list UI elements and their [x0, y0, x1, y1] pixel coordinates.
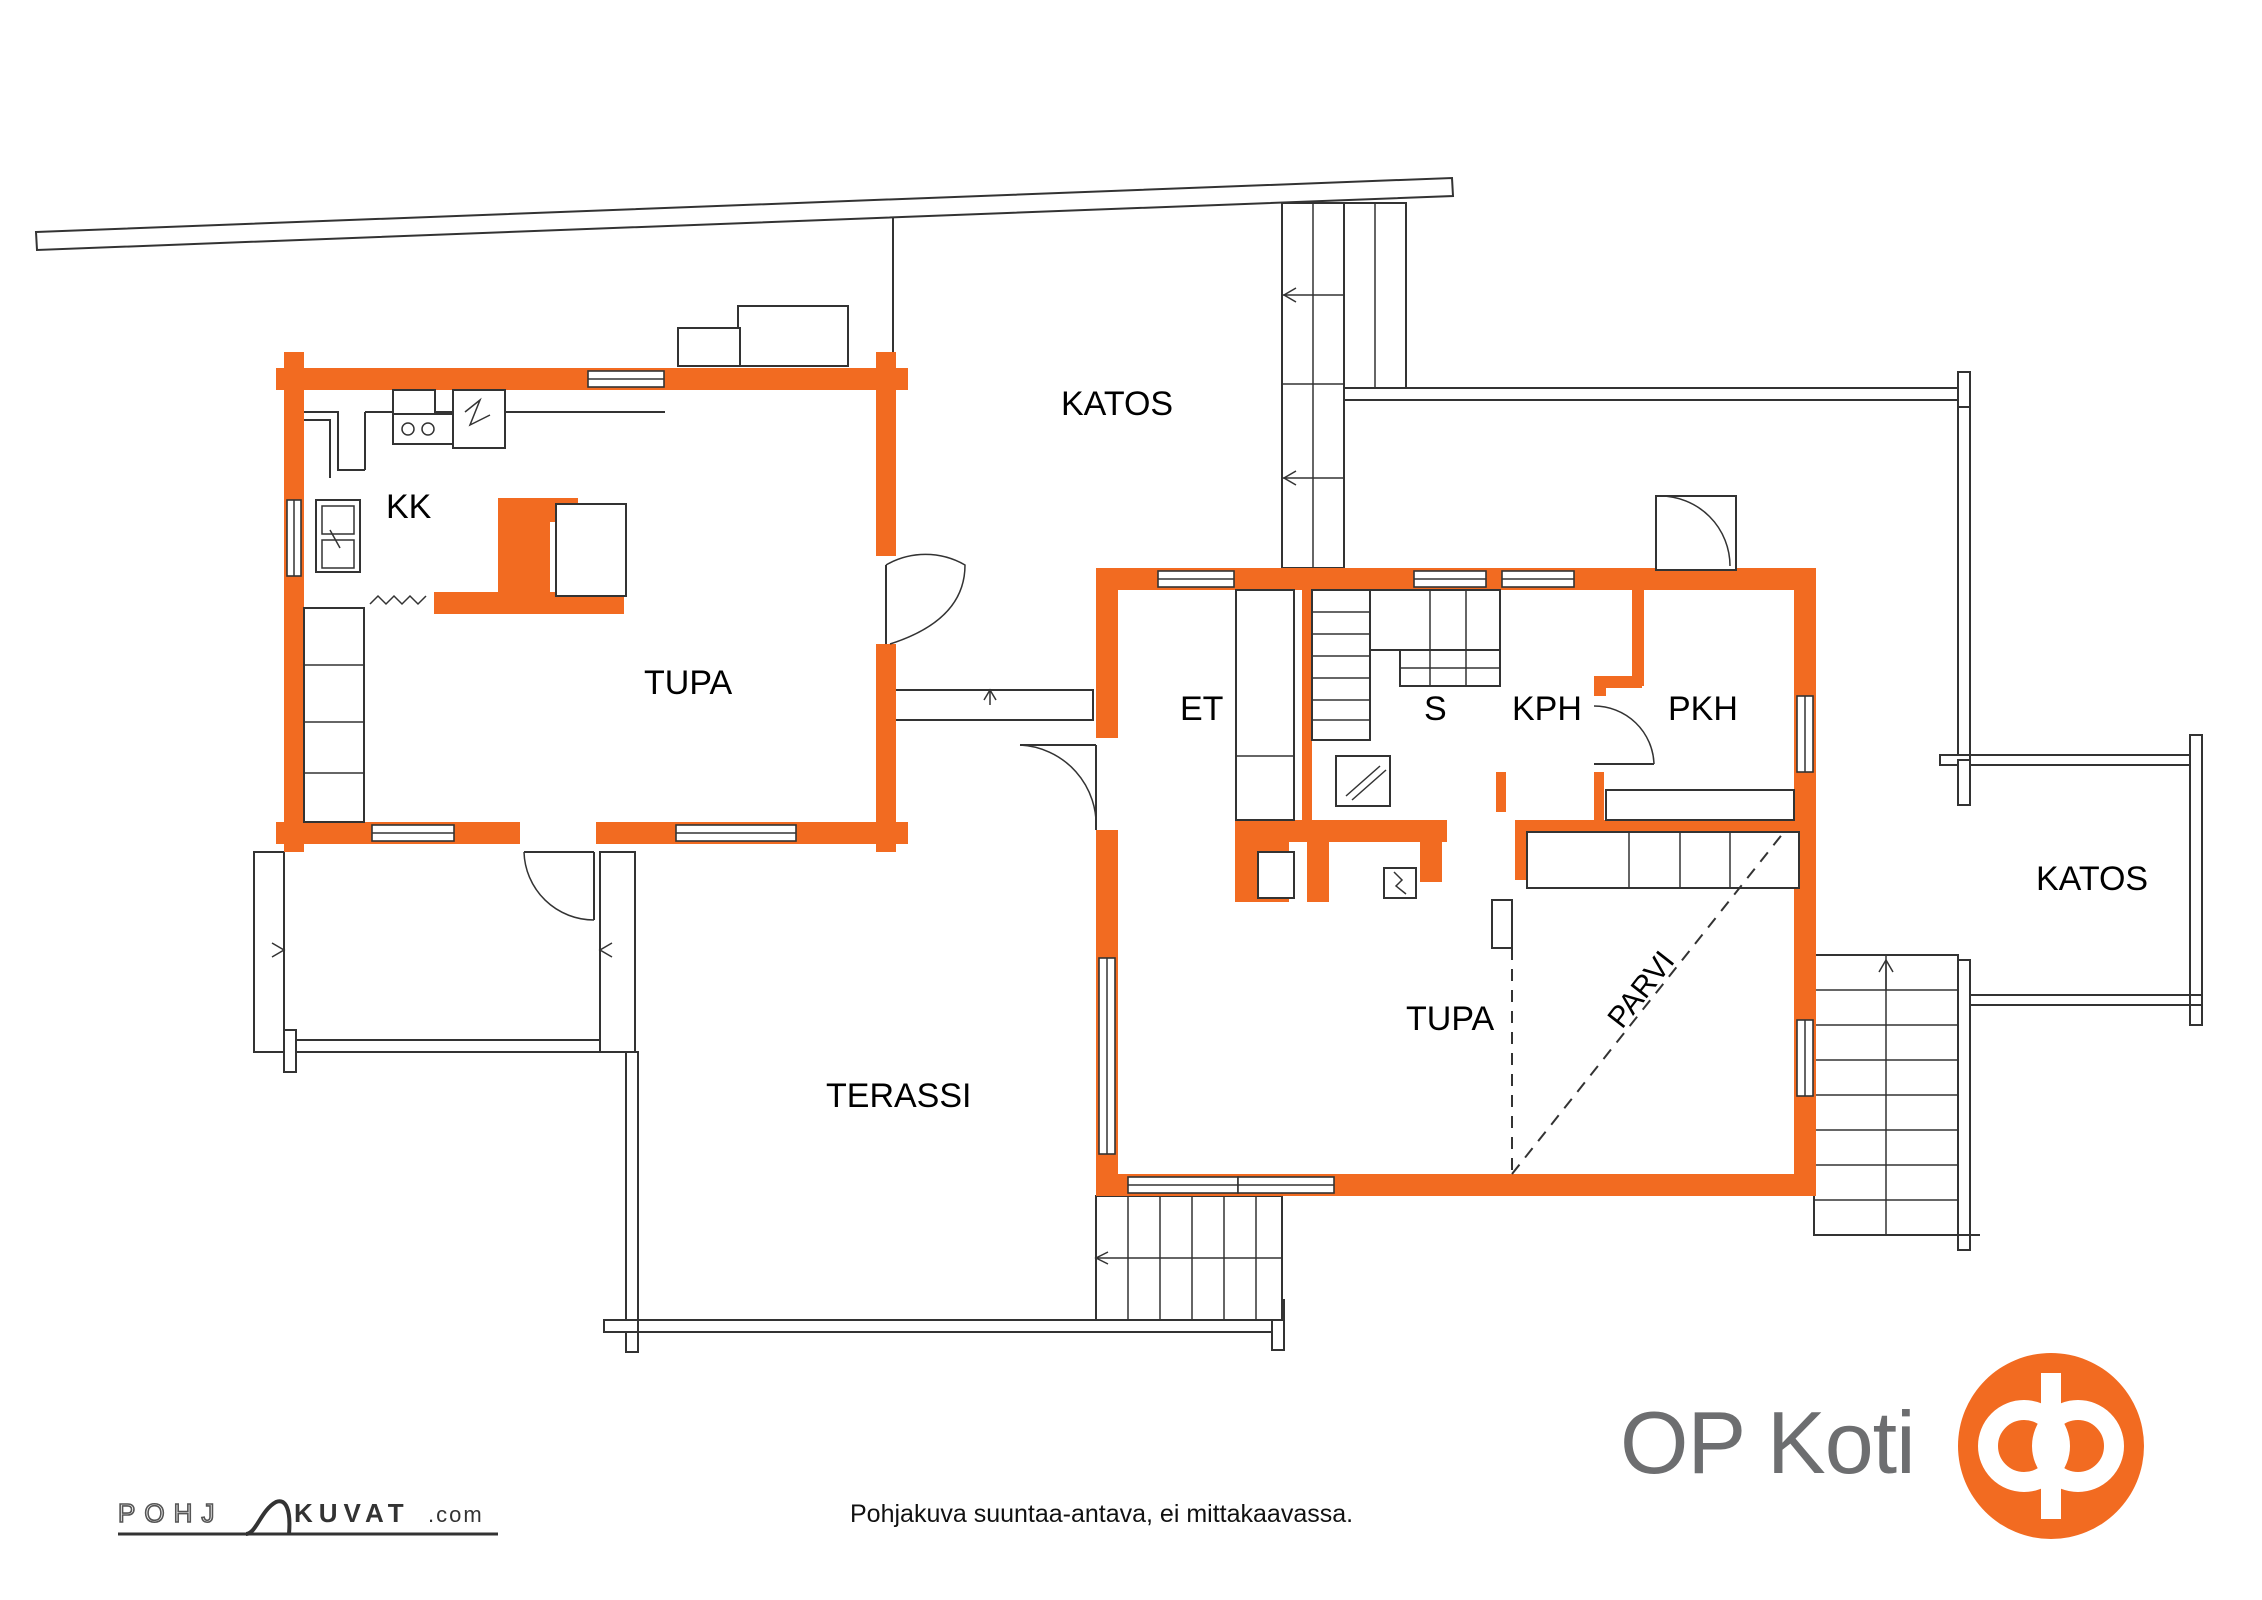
- room-label-kph: KPH: [1512, 690, 1582, 728]
- stair-top: [1281, 202, 1407, 569]
- room-label-parvi: PARVI: [1602, 945, 1682, 1034]
- left-doors: [523, 553, 966, 921]
- room-label-s: S: [1424, 690, 1447, 728]
- pohjakuvat-logo: POHJ KUVAT .com: [117, 1497, 498, 1536]
- passage: [892, 688, 1094, 721]
- pohjakuvat-text-right: KUVAT: [294, 1498, 410, 1528]
- room-label-kk: KK: [386, 488, 432, 526]
- room-label-et: ET: [1180, 690, 1223, 728]
- room-label-tupa-left: TUPA: [644, 664, 732, 702]
- right-doors: [1019, 495, 1737, 831]
- disclaimer-note: Pohjakuva suuntaa-antava, ei mittakaavas…: [850, 1500, 1354, 1528]
- pohjakuvat-swoosh: [245, 1499, 292, 1536]
- left-building-windows: [286, 370, 797, 844]
- left-building-walls: [276, 352, 908, 852]
- room-label-katos-right: KATOS: [2036, 860, 2148, 898]
- chimney-blocks: [677, 305, 849, 367]
- stair-right: [1813, 954, 1959, 1236]
- op-koti-brand: OP Koti: [1620, 1393, 1916, 1492]
- roof-eave: [34, 176, 1455, 352]
- left-porch: [253, 851, 1285, 1353]
- kitchen-fixtures: [303, 389, 665, 823]
- right-deck-outline: [1344, 371, 2203, 1251]
- room-label-pkh: PKH: [1668, 690, 1738, 728]
- room-label-katos-top: KATOS: [1061, 385, 1173, 423]
- op-logo-icon: [1958, 1353, 2144, 1539]
- stair-bottom: [1094, 1195, 1283, 1321]
- pohjakuvat-text-left: POHJ: [118, 1498, 223, 1528]
- parvi-outline: [1511, 831, 1785, 1175]
- pohjakuvat-domain: .com: [428, 1502, 484, 1527]
- room-label-terassi: TERASSI: [826, 1077, 971, 1115]
- right-building-windows: [1098, 570, 1814, 1194]
- right-interior: [1235, 495, 1800, 949]
- room-label-tupa-right: TUPA: [1406, 1000, 1494, 1038]
